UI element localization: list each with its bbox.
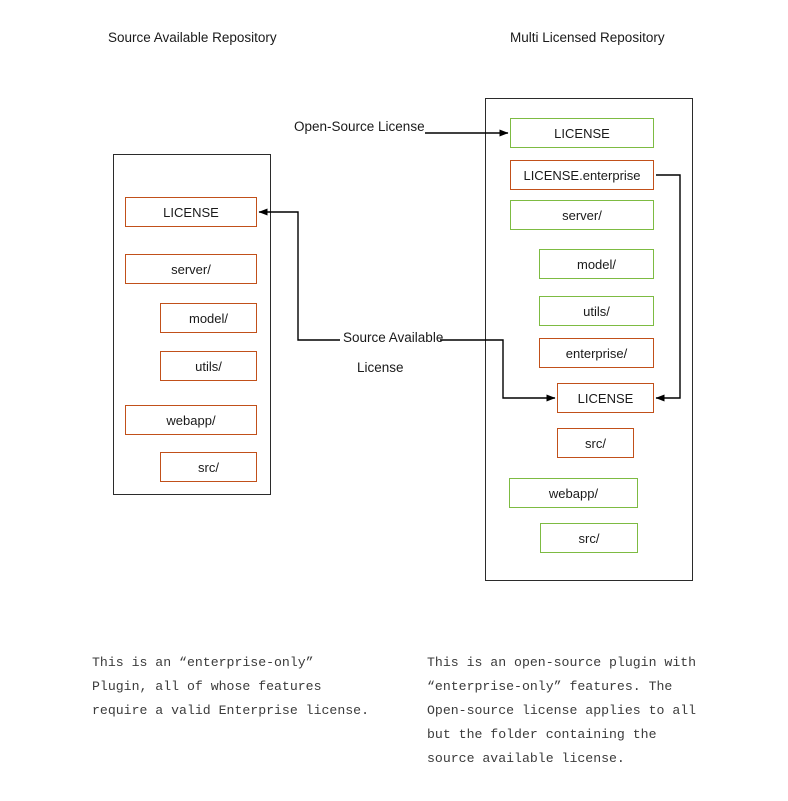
right-item-server[interactable]: server/ [510,200,654,230]
edge-label-source-available-line2: License [357,360,404,375]
left-item-src[interactable]: src/ [160,452,257,482]
right-item-utils[interactable]: utils/ [539,296,654,326]
left-item-server[interactable]: server/ [125,254,257,284]
right-item-src-opensource[interactable]: src/ [540,523,638,553]
left-item-model[interactable]: model/ [160,303,257,333]
right-repository-title: Multi Licensed Repository [510,30,665,45]
left-item-webapp[interactable]: webapp/ [125,405,257,435]
right-item-enterprise-folder[interactable]: enterprise/ [539,338,654,368]
left-repository-title: Source Available Repository [108,30,277,45]
right-repository-caption: This is an open-source plugin with “ente… [427,655,697,766]
edge-label-source-available-line1: Source Available [343,330,444,345]
left-item-utils[interactable]: utils/ [160,351,257,381]
right-item-license-enterprise[interactable]: LICENSE.enterprise [510,160,654,190]
right-item-license-opensource[interactable]: LICENSE [510,118,654,148]
edge-license-enterprise-to-enterprise-license [655,174,681,402]
left-repository-caption: This is an “enterprise-only” Plugin, all… [92,655,369,718]
right-item-webapp[interactable]: webapp/ [509,478,638,508]
edge-label-open-source-license: Open-Source License [294,119,425,134]
left-item-license[interactable]: LICENSE [125,197,257,227]
right-item-src-enterprise[interactable]: src/ [557,428,634,458]
edge-source-available-to-enterprise-license [440,339,556,402]
right-item-license-in-enterprise[interactable]: LICENSE [557,383,654,413]
edge-source-available-to-left-license [258,208,340,341]
right-item-model[interactable]: model/ [539,249,654,279]
